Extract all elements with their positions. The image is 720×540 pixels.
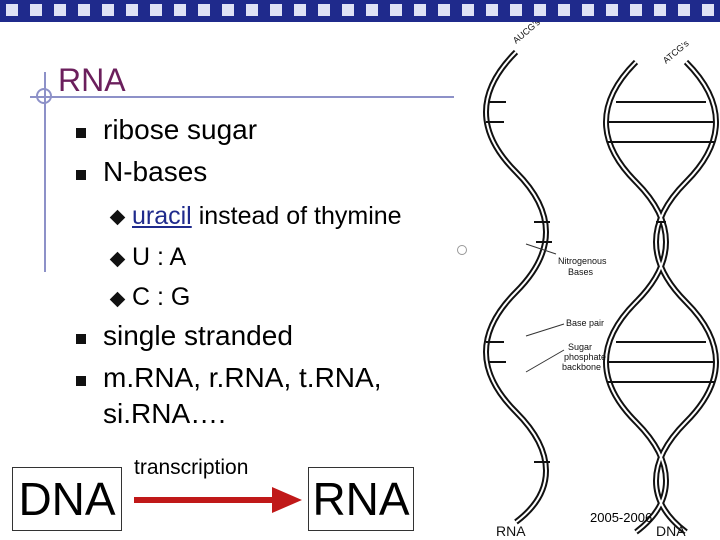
topbar-cell xyxy=(270,4,282,16)
topbar-cell xyxy=(294,4,306,16)
bullet-square-icon xyxy=(76,376,86,386)
topbar-cell xyxy=(342,4,354,16)
transcription-arrow xyxy=(134,497,274,503)
topbar-cell xyxy=(30,4,42,16)
sub-bullet-uracil: uracil instead of thymine xyxy=(132,202,402,231)
slide-title: RNA xyxy=(58,62,126,98)
bottom-label-dna: DNA xyxy=(656,523,686,539)
bullet-single-stranded: single stranded xyxy=(103,320,293,351)
bullet-rna-types: m.RNA, r.RNA, t.RNA, xyxy=(103,362,382,393)
bullet-square-icon xyxy=(76,170,86,180)
topbar-cell xyxy=(606,4,618,16)
topbar-cell xyxy=(366,4,378,16)
bullet-nbases: N-bases xyxy=(103,156,208,187)
left-accent-line xyxy=(44,72,46,272)
sub-bullet-ua: U : A xyxy=(132,243,187,271)
top-bar xyxy=(0,0,720,22)
topbar-cell xyxy=(702,4,714,16)
crosshair-icon xyxy=(36,88,52,104)
topbar-cell xyxy=(78,4,90,16)
title-underline xyxy=(30,96,454,98)
arrow-head-icon xyxy=(272,487,302,513)
topbar-cell xyxy=(390,4,402,16)
rna-strand-inner xyxy=(485,51,547,523)
topbar-cell xyxy=(102,4,114,16)
transcription-label: transcription xyxy=(134,456,249,479)
base-pair-label: Base pair xyxy=(566,318,604,328)
sub-bullet-diamond-icon xyxy=(109,251,126,268)
top-label-aucg: AUCG's xyxy=(511,22,542,46)
uracil-link[interactable]: uracil xyxy=(132,202,192,230)
bullet-rna-types-cont: si.RNA…. xyxy=(103,398,226,429)
sub-bullet-diamond-icon xyxy=(109,291,126,308)
bullet-square-icon xyxy=(76,128,86,138)
topbar-cell xyxy=(654,4,666,16)
bullet-ribose: ribose sugar xyxy=(103,114,258,145)
topbar-cell xyxy=(174,4,186,16)
uracil-rest: instead of thymine xyxy=(191,202,402,230)
bottom-label-rna: RNA xyxy=(496,523,526,539)
bullet-square-icon xyxy=(76,334,86,344)
topbar-cell xyxy=(318,4,330,16)
topbar-cell xyxy=(582,4,594,16)
topbar-cell xyxy=(462,4,474,16)
top-label-atcg: ATCG's xyxy=(661,38,691,66)
sub-bullet-cg: C : G xyxy=(132,283,191,311)
topbar-cell xyxy=(126,4,138,16)
topbar-cell xyxy=(54,4,66,16)
small-circle-icon xyxy=(457,245,467,255)
topbar-cell xyxy=(558,4,570,16)
topbar-cell xyxy=(486,4,498,16)
topbar-cell xyxy=(534,4,546,16)
sub-bullet-diamond-icon xyxy=(109,209,126,226)
topbar-cell xyxy=(678,4,690,16)
topbar-cell xyxy=(414,4,426,16)
year-label: 2005-2006 xyxy=(590,510,653,525)
rna-box: RNA xyxy=(308,467,414,531)
topbar-cell xyxy=(510,4,522,16)
topbar-cell xyxy=(6,4,18,16)
topbar-cell xyxy=(222,4,234,16)
topbar-cell xyxy=(630,4,642,16)
topbar-cell xyxy=(438,4,450,16)
topbar-cell xyxy=(246,4,258,16)
topbar-cell xyxy=(150,4,162,16)
topbar-cell xyxy=(198,4,210,16)
dna-box: DNA xyxy=(12,467,122,531)
